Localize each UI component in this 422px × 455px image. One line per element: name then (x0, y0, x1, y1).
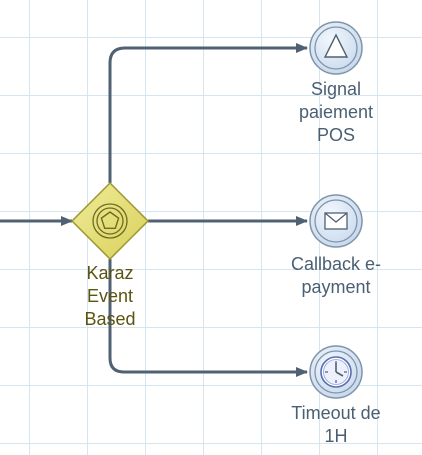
callback-label-line: Callback e- (290, 254, 382, 274)
signal-event-label: Signal paiement POS (266, 78, 406, 147)
gateway-label-line: Karaz (86, 263, 134, 283)
timeout-label-line: 1H (324, 426, 348, 446)
callback-label-line: payment (301, 277, 371, 297)
signal-label-line: POS (316, 125, 355, 145)
triangle-icon (323, 33, 349, 58)
timeout-event-label: Timeout de 1H (266, 402, 406, 448)
timer-intermediate-event[interactable] (309, 345, 363, 399)
signal-label-line: paiement (298, 102, 374, 122)
envelope-icon (324, 212, 348, 230)
sequence-flow-to-signal[interactable] (108, 43, 308, 183)
sequence-flow-to-timeout[interactable] (108, 259, 308, 377)
event-based-gateway[interactable] (70, 181, 150, 261)
signal-intermediate-event[interactable] (309, 21, 363, 75)
message-intermediate-event[interactable] (309, 194, 363, 248)
gateway-label: Karaz Event Based (55, 262, 165, 331)
pentagon-icon (92, 203, 128, 239)
signal-label-line: Signal (310, 79, 362, 99)
clock-icon (320, 356, 352, 388)
gateway-label-line: Based (84, 309, 136, 329)
gateway-label-line: Event (86, 286, 134, 306)
timeout-label-line: Timeout de (291, 403, 381, 423)
callback-event-label: Callback e- payment (266, 253, 406, 299)
